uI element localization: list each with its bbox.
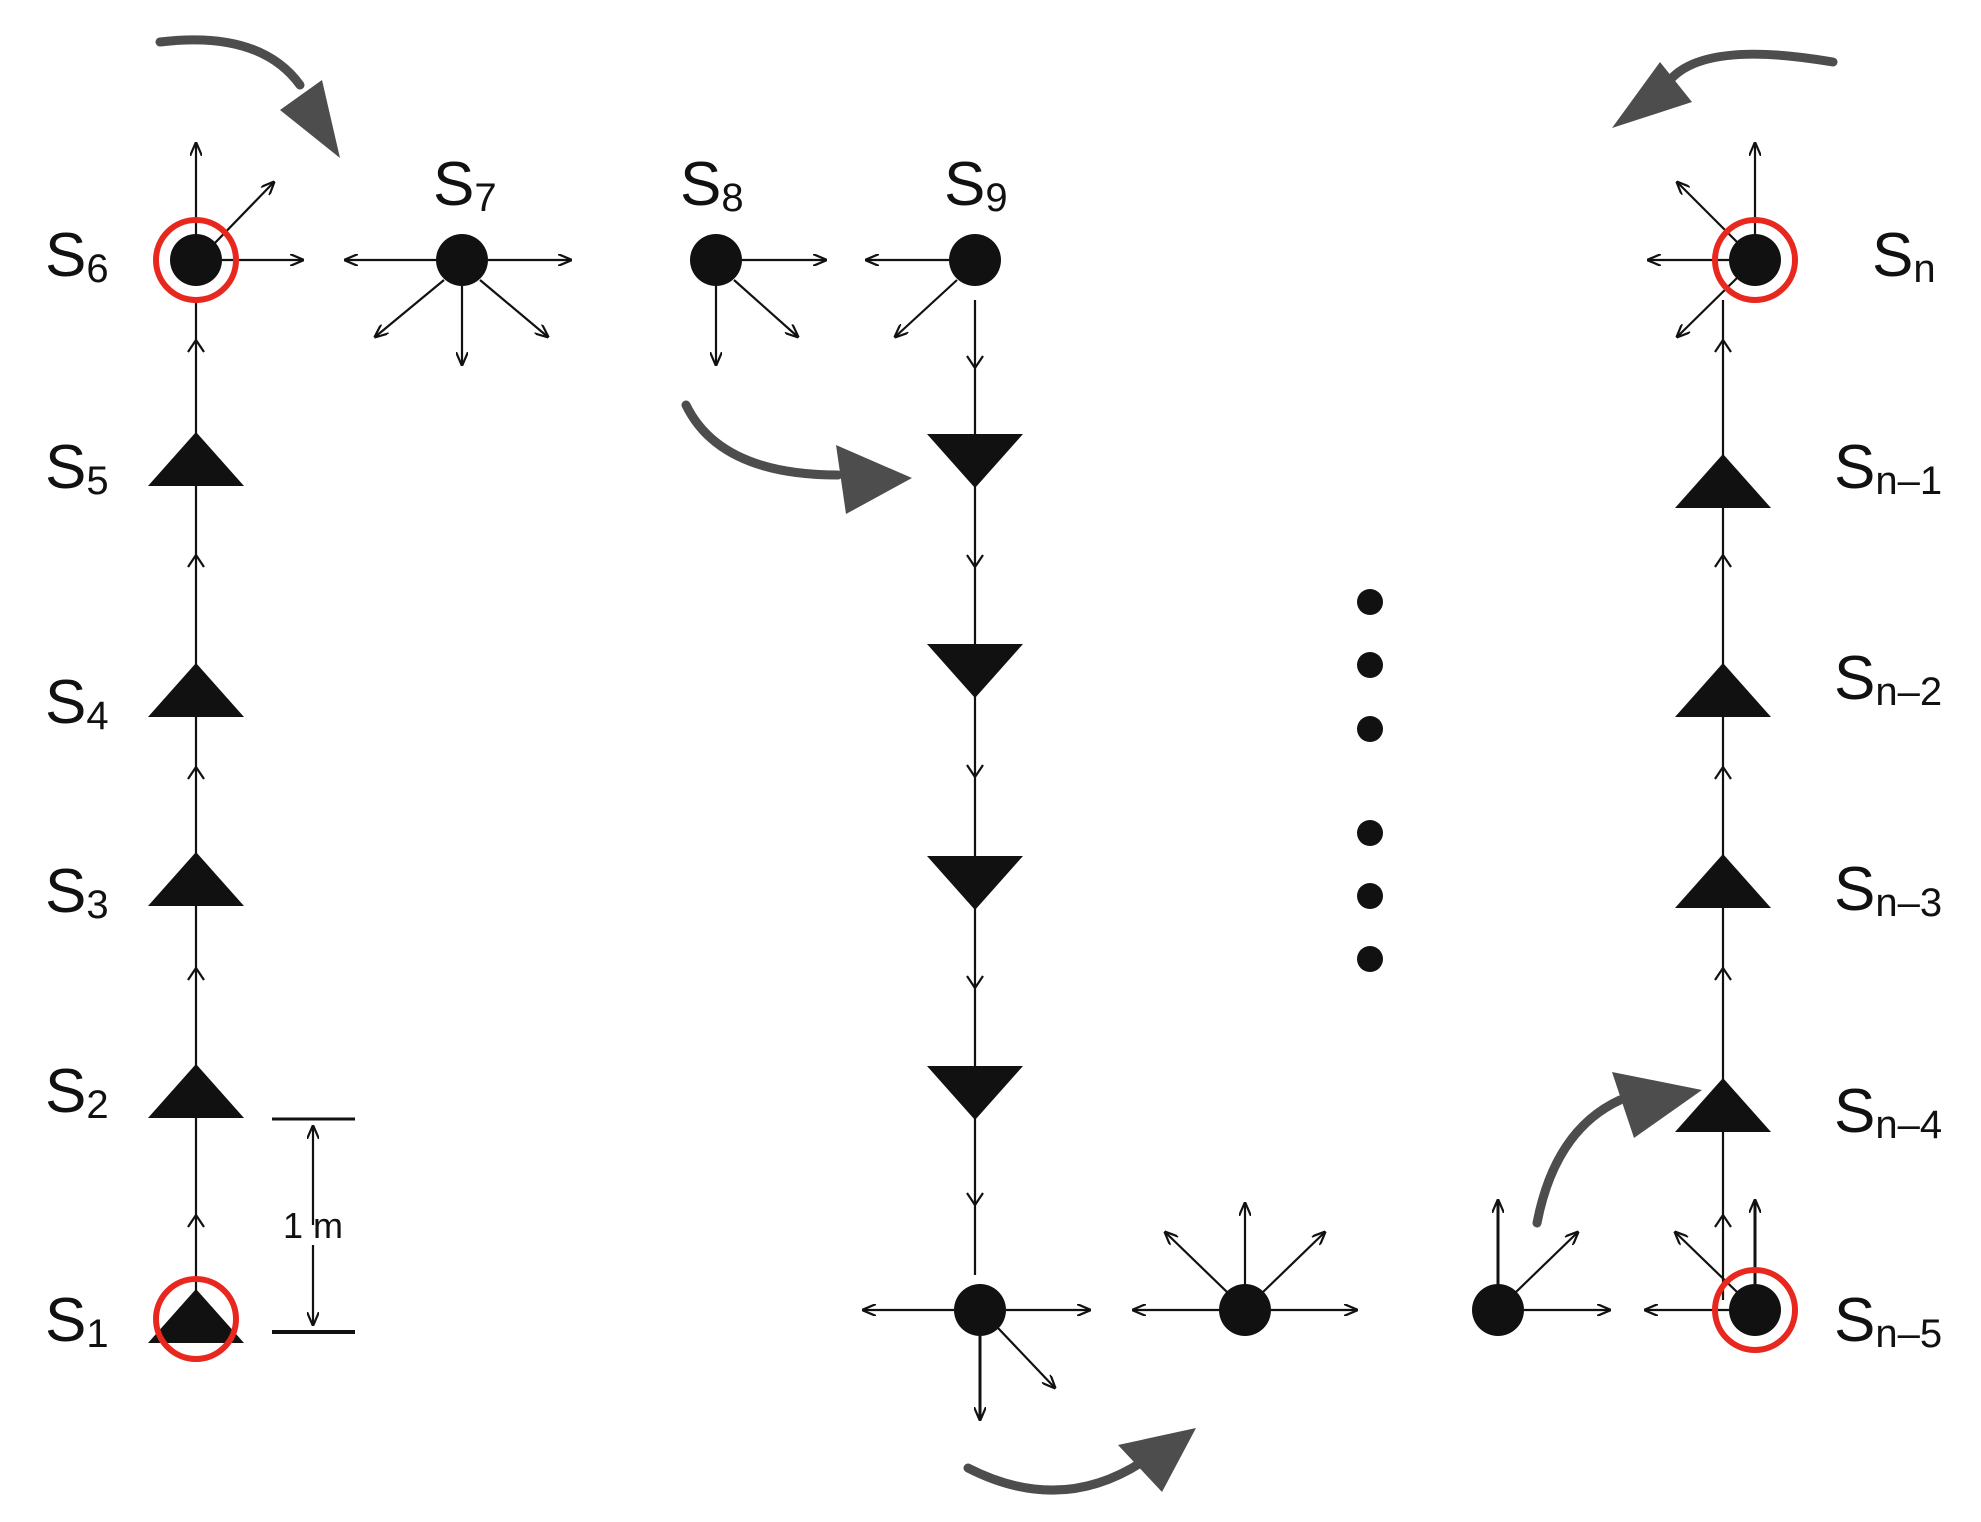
triangle-up-icon (148, 663, 244, 717)
dots-icon (1357, 820, 1383, 846)
chevron-up-icon (187, 966, 205, 981)
flow-arrow-bottom-head (1118, 1428, 1196, 1492)
arrow-up-right (1515, 1232, 1578, 1293)
label-s1: S1 (45, 1286, 109, 1356)
circle-node-icon (1729, 234, 1781, 286)
dots-icon (1357, 716, 1383, 742)
chevron-down-icon (966, 355, 984, 370)
label-s9: S9 (944, 150, 1008, 220)
label-s4: S4 (45, 668, 109, 738)
chevron-down-icon (966, 975, 984, 990)
flow-arrows (155, 35, 1838, 1495)
triangle-down-icon (927, 644, 1023, 698)
sampling-nodes (148, 234, 1781, 1343)
dots-icon (1357, 652, 1383, 678)
chevron-up-icon (187, 553, 205, 568)
circle-node-icon (1472, 1284, 1524, 1336)
scale-bar-label: 1 m (283, 1205, 343, 1246)
arrow-down-right (479, 279, 548, 337)
triangle-up-icon (1675, 454, 1771, 508)
red-ring-icon (1712, 217, 1798, 303)
triangle-up-icon (1675, 1078, 1771, 1132)
direction-arrows (187, 143, 1755, 1420)
triangle-down-icon (927, 434, 1023, 488)
triangle-up-icon (148, 852, 244, 906)
label-s5: S5 (45, 433, 109, 503)
arrow-up-left (1165, 1232, 1228, 1293)
chevron-up-icon (1714, 966, 1732, 981)
circle-node-icon (949, 234, 1001, 286)
label-s6: S6 (45, 221, 109, 291)
triangle-up-icon (148, 432, 244, 486)
triangle-down-icon (927, 856, 1023, 910)
label-sn-4: Sn–4 (1834, 1077, 1942, 1147)
red-ring-icon (153, 217, 239, 303)
flow-arrow-middle-head (836, 445, 912, 514)
label-sn-2: Sn–2 (1834, 644, 1942, 714)
ellipsis-dots (1357, 589, 1383, 972)
chevron-down-icon (966, 1192, 984, 1207)
label-sn: Sn (1872, 221, 1936, 291)
triangle-up-icon (1675, 663, 1771, 717)
chevron-up-icon (1714, 553, 1732, 568)
chevron-up-icon (1714, 338, 1732, 353)
arrow-down-left (895, 279, 958, 337)
chevron-up-icon (187, 1213, 205, 1228)
arrow-diagonal (211, 182, 274, 247)
dots-icon (1357, 883, 1383, 909)
label-sn-3: Sn–3 (1834, 855, 1942, 925)
flow-arrow-middle (681, 400, 843, 480)
chevron-up-icon (1714, 1213, 1732, 1228)
chevron-down-icon (966, 764, 984, 779)
triangle-up-icon (148, 1064, 244, 1118)
label-s8: S8 (680, 150, 744, 220)
arrow-down-right (733, 279, 798, 337)
label-s2: S2 (45, 1057, 109, 1127)
flow-arrow-top-left-head (280, 80, 340, 158)
flow-arrow-bottom-right (1532, 1095, 1625, 1228)
flow-arrow-bottom-right-head (1612, 1072, 1702, 1138)
chevron-up-icon (1714, 765, 1732, 780)
chevron-up-icon (187, 765, 205, 780)
triangle-down-icon (927, 1066, 1023, 1120)
circle-node-icon (1219, 1284, 1271, 1336)
arrow-up-right (1262, 1232, 1325, 1293)
dots-icon (1357, 589, 1383, 615)
red-ring-icon (1712, 1267, 1798, 1353)
triangle-up-icon (148, 1289, 244, 1343)
scale-bar: 1 m (272, 1117, 355, 1334)
highlight-rings (153, 217, 1798, 1362)
label-sn-1: Sn–1 (1834, 433, 1942, 503)
circle-node-icon (170, 234, 222, 286)
circle-node-icon (436, 234, 488, 286)
dots-icon (1357, 946, 1383, 972)
arrow-down-left (375, 279, 445, 337)
red-ring-icon (153, 1276, 239, 1362)
label-sn-5: Sn–5 (1834, 1286, 1942, 1356)
triangle-up-icon (1675, 854, 1771, 908)
chevron-up-icon (187, 338, 205, 353)
flow-arrow-bottom (963, 1457, 1147, 1495)
label-s7: S7 (433, 150, 497, 220)
circle-node-icon (690, 234, 742, 286)
flow-arrow-top-right (1665, 49, 1838, 85)
arrow-down-right (997, 1327, 1055, 1388)
label-s3: S3 (45, 857, 109, 927)
chevron-down-icon (966, 554, 984, 569)
circle-node-icon (1729, 1284, 1781, 1336)
flow-arrow-top-right-head (1612, 62, 1692, 128)
circle-node-icon (954, 1284, 1006, 1336)
flow-arrow-top-left (155, 35, 305, 90)
